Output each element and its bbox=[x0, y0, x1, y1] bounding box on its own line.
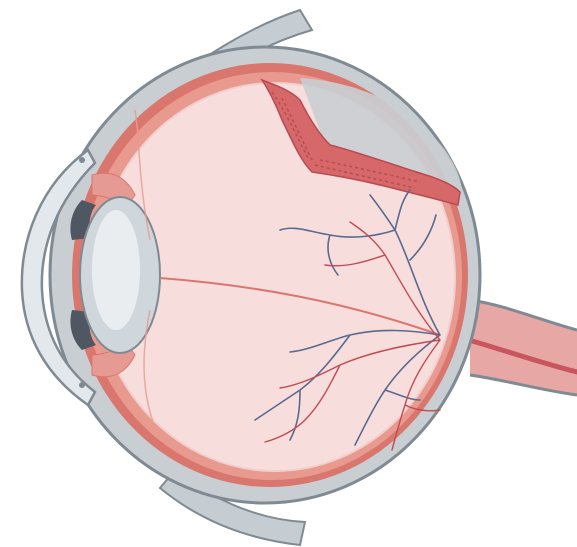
limbus-marker-lower bbox=[79, 382, 85, 388]
lens-highlight bbox=[92, 210, 140, 330]
limbus-marker-upper bbox=[79, 157, 85, 163]
